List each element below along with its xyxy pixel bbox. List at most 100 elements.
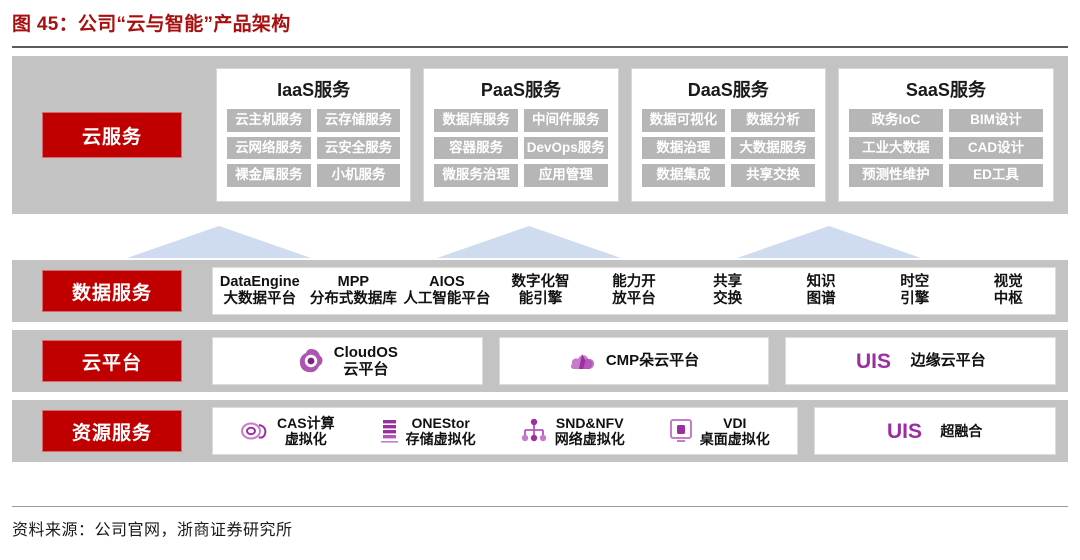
service-chip[interactable]: 数据治理 [641,136,726,159]
page-title: 图 45：公司“云与智能”产品架构 [12,14,291,35]
row-label-cloud-services: 云服务 [42,112,182,158]
onestor-stack-icon [380,420,398,443]
uis-wordmark-icon: UIS [887,420,922,443]
up-arrow-icon [437,226,621,258]
data-service-item[interactable]: 共享 交换 [681,274,775,308]
svg-text:UIS: UIS [887,420,922,443]
figure-title-bar: 图 45：公司“云与智能”产品架构 [0,0,1080,40]
data-service-line2: 放平台 [612,291,656,307]
data-service-line2: 引擎 [900,291,930,307]
cmp-cloud-icon [570,354,595,369]
service-chip[interactable]: ED工具 [948,164,1043,187]
resource-line2: 存储虚拟化 [405,431,476,447]
platform-card-cloudos[interactable]: CloudOS 云平台 [212,337,483,385]
data-service-line2: 分布式数据库 [309,291,397,307]
data-service-line1: MPP [337,274,370,291]
chip-grid: 数据库服务 中间件服务 容器服务 DevOps服务 微服务治理 应用管理 [434,109,608,187]
service-chip[interactable]: 应用管理 [523,164,608,187]
data-service-item[interactable]: DataEngine 大数据平台 [213,274,307,308]
service-chip[interactable]: 云网络服务 [227,136,311,159]
service-chip[interactable]: 云存储服务 [316,109,401,132]
data-service-item[interactable]: AIOS 人工智能平台 [400,274,494,308]
resource-item-sdn-nfv[interactable]: SND&NFV 网络虚拟化 [520,415,625,447]
service-chip[interactable]: DevOps服务 [523,136,608,159]
service-card-title: PaaS服务 [480,80,561,100]
data-service-item[interactable]: 知识 图谱 [774,274,868,308]
service-chip[interactable]: 预测性维护 [848,164,943,187]
resource-item-uis[interactable]: UIS 超融合 [887,419,982,443]
uis-wordmark-icon: UIS [856,350,891,373]
platform-card-text: CloudOS 云平台 [334,344,398,379]
up-arrow-icon [737,226,921,258]
svg-text:UIS: UIS [856,350,891,373]
resource-item-text: SND&NFV 网络虚拟化 [555,415,625,447]
platform-card-uis-edge[interactable]: UIS 边缘云平台 [785,337,1057,385]
cloud-platform-body: CloudOS 云平台 CMP朵云平台 U [182,337,1068,385]
service-chip[interactable]: 共享交换 [731,164,815,187]
data-service-item[interactable]: MPP 分布式数据库 [307,274,401,308]
resource-item-cas[interactable]: CAS计算 虚拟化 [240,415,335,447]
service-chip[interactable]: BIM设计 [948,109,1043,132]
resource-item-onestor[interactable]: ONEStor 存储虚拟化 [379,415,476,447]
service-chip[interactable]: 裸金属服务 [227,164,311,187]
platform-card-cmp[interactable]: CMP朵云平台 [498,337,770,385]
service-chip[interactable]: 云安全服务 [316,136,401,159]
data-service-line1: 能力开 [612,274,656,291]
service-card-title: SaaS服务 [905,80,986,100]
service-chip[interactable]: 大数据服务 [731,136,815,159]
resource-line1: CAS计算 [277,414,335,431]
architecture-diagram: 云服务 IaaS服务 云主机服务 云存储服务 云网络服务 云安全服务 裸金属服务… [12,56,1068,494]
service-chip[interactable]: 数据可视化 [641,109,726,132]
data-services-strip: DataEngine 大数据平台 MPP 分布式数据库 AIOS 人工智能平台 … [212,267,1056,315]
service-chip[interactable]: 容器服务 [434,136,518,159]
platform-card-text: 边缘云平台 [911,352,986,369]
service-chip[interactable]: 云主机服务 [227,109,311,132]
resource-group-virtualization: CAS计算 虚拟化 ONEStor [212,407,798,455]
service-chip[interactable]: 中间件服务 [523,109,608,132]
data-service-line1: DataEngine [219,274,300,291]
platform-line1: 边缘云平台 [910,352,986,370]
service-chip[interactable]: 政务IoC [848,109,943,132]
row-label-resource-services: 资源服务 [42,410,182,452]
data-service-item[interactable]: 能力开 放平台 [587,274,681,308]
vdi-monitor-icon [669,419,692,442]
service-chip[interactable]: CAD设计 [948,136,1043,159]
service-card-title: IaaS服务 [277,80,351,100]
platform-line1: CloudOS [333,343,398,361]
service-card-daas[interactable]: DaaS服务 数据可视化 数据分析 数据治理 大数据服务 数据集成 共享交换 [630,68,826,202]
resource-line1: ONEStor [411,414,470,431]
resource-item-vdi[interactable]: VDI 桌面虚拟化 [669,415,770,447]
data-service-item[interactable]: 时空 引擎 [868,274,962,308]
data-service-item[interactable]: 数字化智 能引擎 [494,274,588,308]
resource-line1: SND&NFV [555,414,624,431]
row-data-services: 数据服务 DataEngine 大数据平台 MPP 分布式数据库 AIOS 人工… [12,260,1068,322]
service-chip[interactable]: 数据分析 [731,109,815,132]
data-services-body: DataEngine 大数据平台 MPP 分布式数据库 AIOS 人工智能平台 … [182,267,1068,315]
resource-line1: VDI [723,414,747,431]
service-chip[interactable]: 工业大数据 [848,136,943,159]
service-card-iaas[interactable]: IaaS服务 云主机服务 云存储服务 云网络服务 云安全服务 裸金属服务 小机服… [216,68,412,202]
service-card-saas[interactable]: SaaS服务 政务IoC BIM设计 工业大数据 CAD设计 预测性维护 ED工… [837,68,1054,202]
platform-line2: 云平台 [343,361,389,378]
service-chip[interactable]: 数据库服务 [434,109,518,132]
data-service-line2: 图谱 [806,291,836,307]
platform-card-text: CMP朵云平台 [606,352,699,369]
chip-grid: 数据可视化 数据分析 数据治理 大数据服务 数据集成 共享交换 [641,109,815,187]
resource-item-text: VDI 桌面虚拟化 [700,415,770,447]
chip-grid: 云主机服务 云存储服务 云网络服务 云安全服务 裸金属服务 小机服务 [227,109,401,187]
row-cloud-platform: 云平台 CloudOS 云平台 [12,330,1068,392]
data-service-line1: 时空 [900,274,930,291]
data-service-line2: 人工智能平台 [403,291,491,307]
resource-line2: 网络虚拟化 [554,431,625,447]
resource-item-text: 超融合 [940,423,982,439]
cas-ring-icon [241,422,267,440]
data-service-item[interactable]: 视觉 中枢 [962,274,1056,308]
service-card-paas[interactable]: PaaS服务 数据库服务 中间件服务 容器服务 DevOps服务 微服务治理 应… [423,68,619,202]
service-chip[interactable]: 数据集成 [641,164,726,187]
service-chip[interactable]: 微服务治理 [434,164,518,187]
service-chip[interactable]: 小机服务 [316,164,401,187]
data-service-line2: 中枢 [993,291,1023,307]
data-service-line2: 交换 [713,291,743,307]
title-divider [12,46,1068,48]
cloudos-blob-icon [299,349,323,373]
